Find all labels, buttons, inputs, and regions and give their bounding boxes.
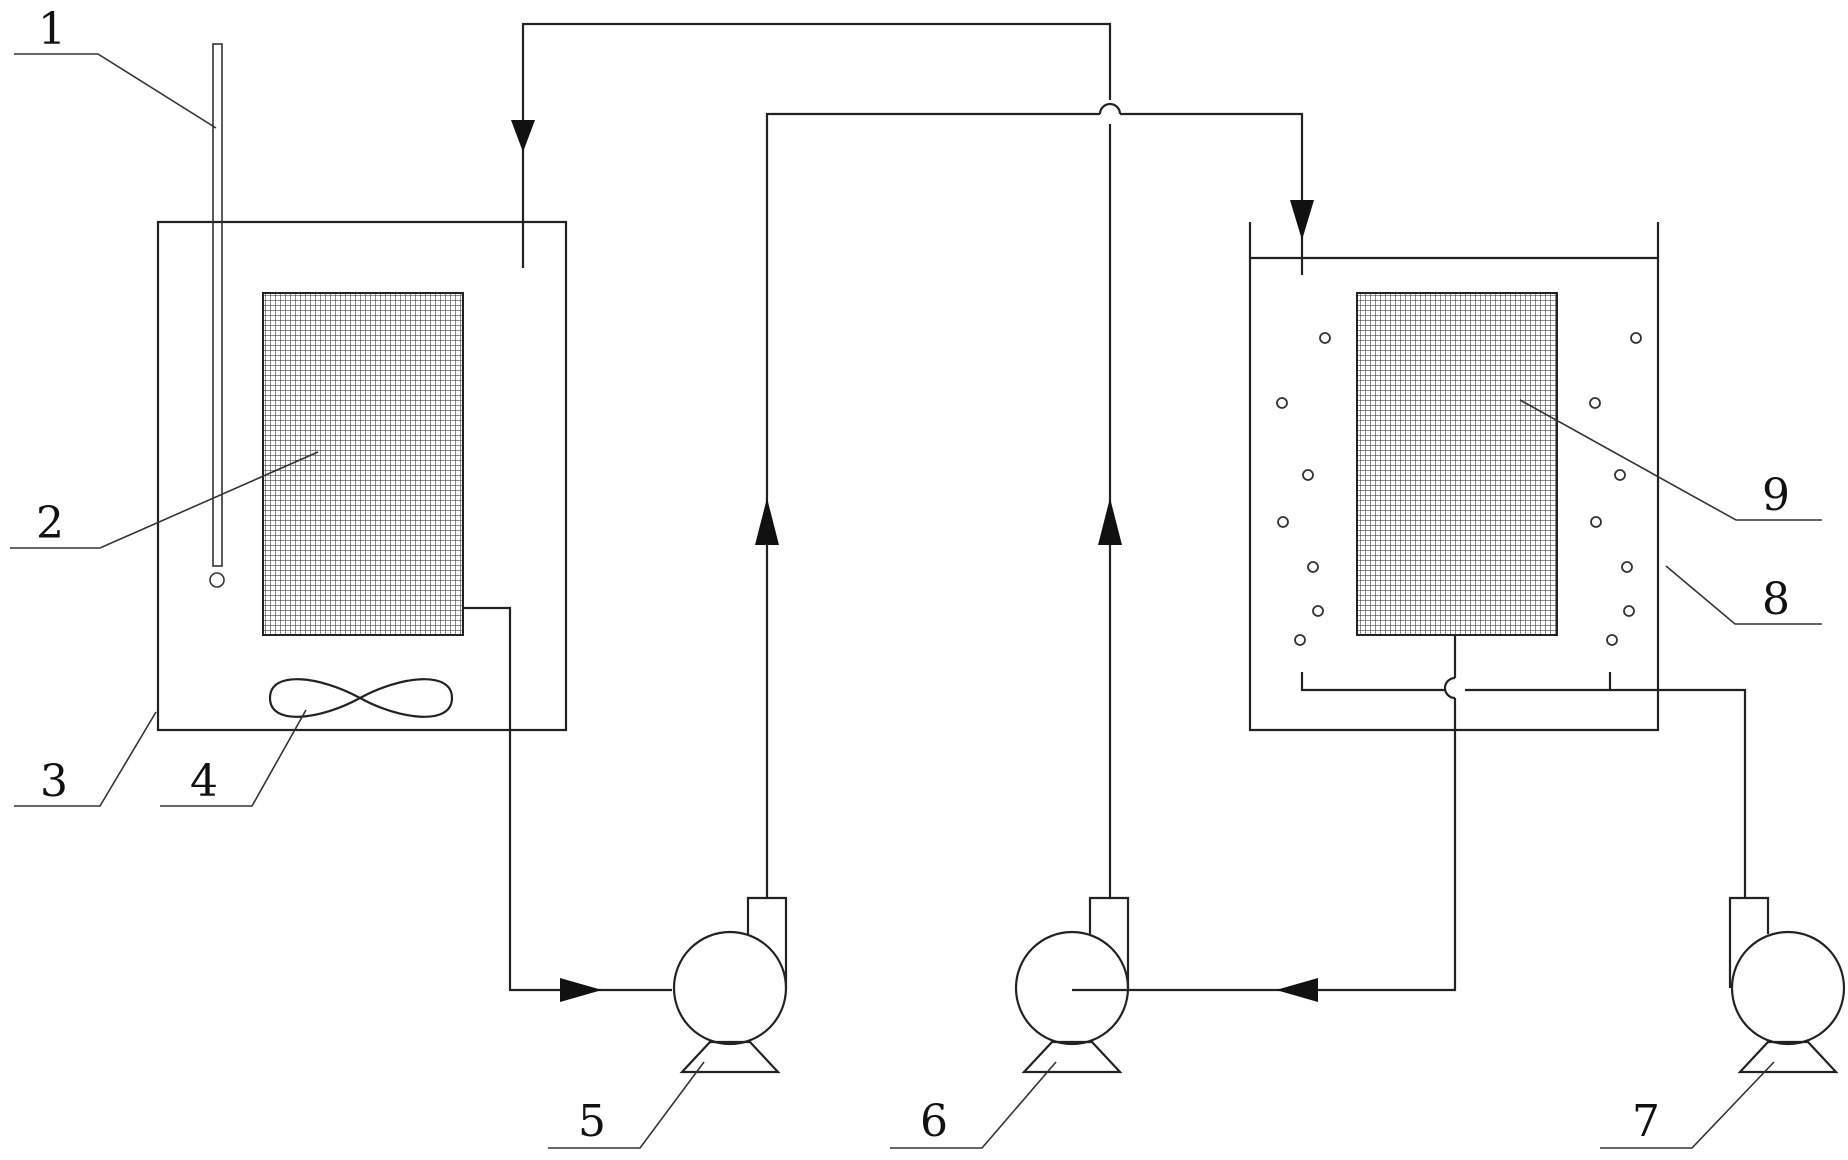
return-pipe	[511, 22, 1112, 268]
label-4: 4	[190, 756, 218, 807]
aeration-pipe	[1300, 672, 1747, 898]
left-outlet-pipe	[463, 606, 672, 1002]
left-membrane-module	[262, 292, 464, 636]
pump-6	[1014, 896, 1130, 1074]
right-membrane-module	[1356, 292, 1558, 636]
pump-6-riser	[1098, 124, 1122, 898]
air-bubbles	[1276, 332, 1642, 646]
left-tank	[156, 220, 568, 732]
right-outlet-pipe	[1072, 636, 1457, 1002]
pump-7	[1728, 896, 1846, 1074]
label-5: 5	[578, 1096, 606, 1147]
component-labels: 1 2 3 4 5 6 7 8 9	[36, 4, 1790, 1147]
feed-pipe-to-right-tank	[755, 102, 1314, 898]
label-6: 6	[920, 1096, 948, 1147]
leader-lines	[10, 53, 1822, 1149]
pump-5	[672, 896, 788, 1074]
stirrer	[268, 678, 454, 718]
label-7: 7	[1632, 1096, 1660, 1147]
label-2: 2	[36, 498, 64, 549]
thermometer	[209, 43, 225, 588]
label-9: 9	[1762, 470, 1790, 521]
label-1: 1	[38, 4, 66, 55]
label-8: 8	[1762, 574, 1790, 625]
label-3: 3	[40, 756, 68, 807]
